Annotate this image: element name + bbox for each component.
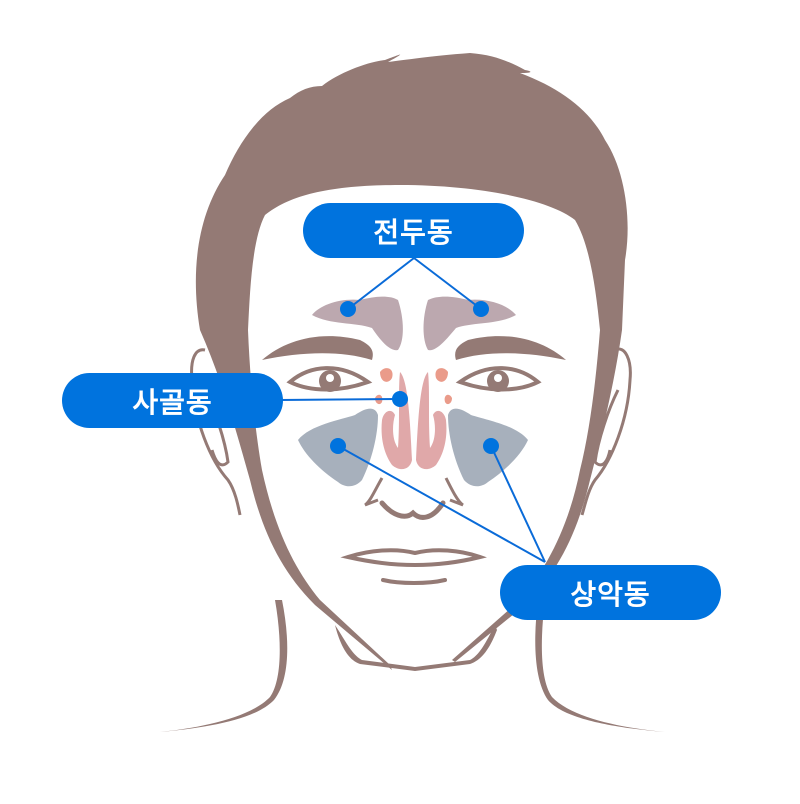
ear-left (190, 348, 242, 516)
nose (379, 500, 446, 520)
eyebrow-left (262, 336, 373, 360)
leader-lines (279, 257, 546, 563)
frontal-dot-left (340, 301, 356, 317)
frontal-dot-right (473, 301, 489, 317)
frontal-sinus-left (312, 296, 403, 351)
ear-right (580, 347, 632, 516)
eye-right (455, 366, 542, 392)
maxillary-dot-right (483, 438, 499, 454)
eyebrow-right (455, 336, 566, 360)
mouth (340, 548, 487, 568)
ethmoid-sinus (375, 368, 452, 470)
nose-left-wing (364, 477, 384, 507)
frontal-sinus-label: 전두동 (303, 203, 524, 258)
hair (195, 53, 628, 330)
nose-right-wing (444, 477, 464, 507)
chin (335, 625, 497, 671)
ethmoid-sinus-label: 사골동 (62, 373, 283, 428)
maxillary-dot-left (330, 438, 346, 454)
marker-dots (330, 301, 499, 454)
eye-left (286, 366, 373, 392)
face-right-contour (452, 330, 622, 662)
ear-right-inner (593, 389, 620, 467)
maxillary-sinus-label: 상악동 (500, 565, 721, 620)
frontal-sinus-right (423, 296, 516, 351)
lower-lip (381, 578, 447, 585)
ethmoid-dot (392, 391, 408, 407)
neck-left (160, 600, 288, 732)
